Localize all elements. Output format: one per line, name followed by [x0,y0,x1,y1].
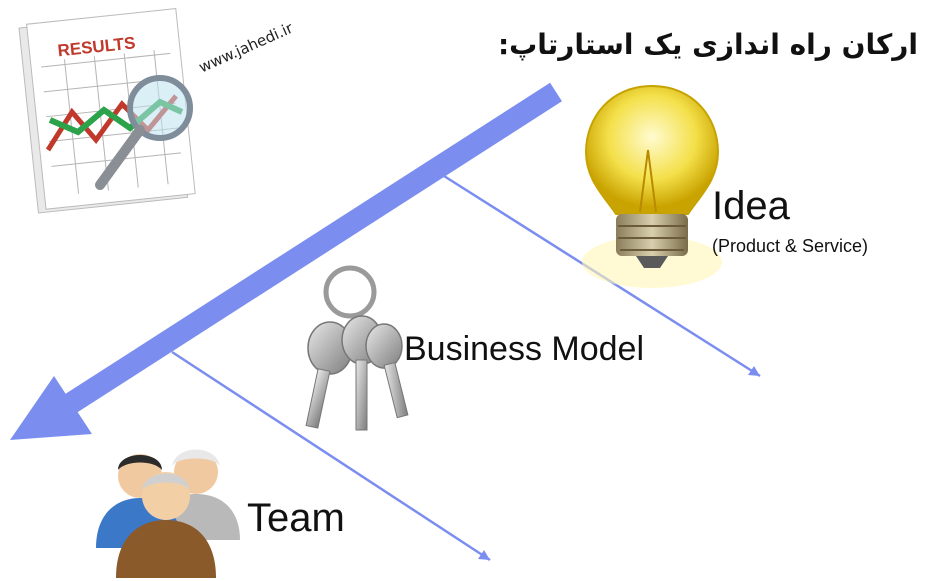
results-report-icon [18,8,196,214]
branch-team-line [171,350,491,562]
idea-label: Idea [712,184,790,228]
main-arrow [10,82,562,440]
page-title: ارکان راه اندازی یک استارتاپ: [497,28,918,61]
team-label: Team [247,496,345,540]
keys-icon [305,265,409,431]
people-icon [96,449,240,578]
business-model-label: Business Model [404,330,645,368]
lightbulb-icon [582,84,722,288]
idea-sublabel: (Product & Service) [712,236,869,256]
